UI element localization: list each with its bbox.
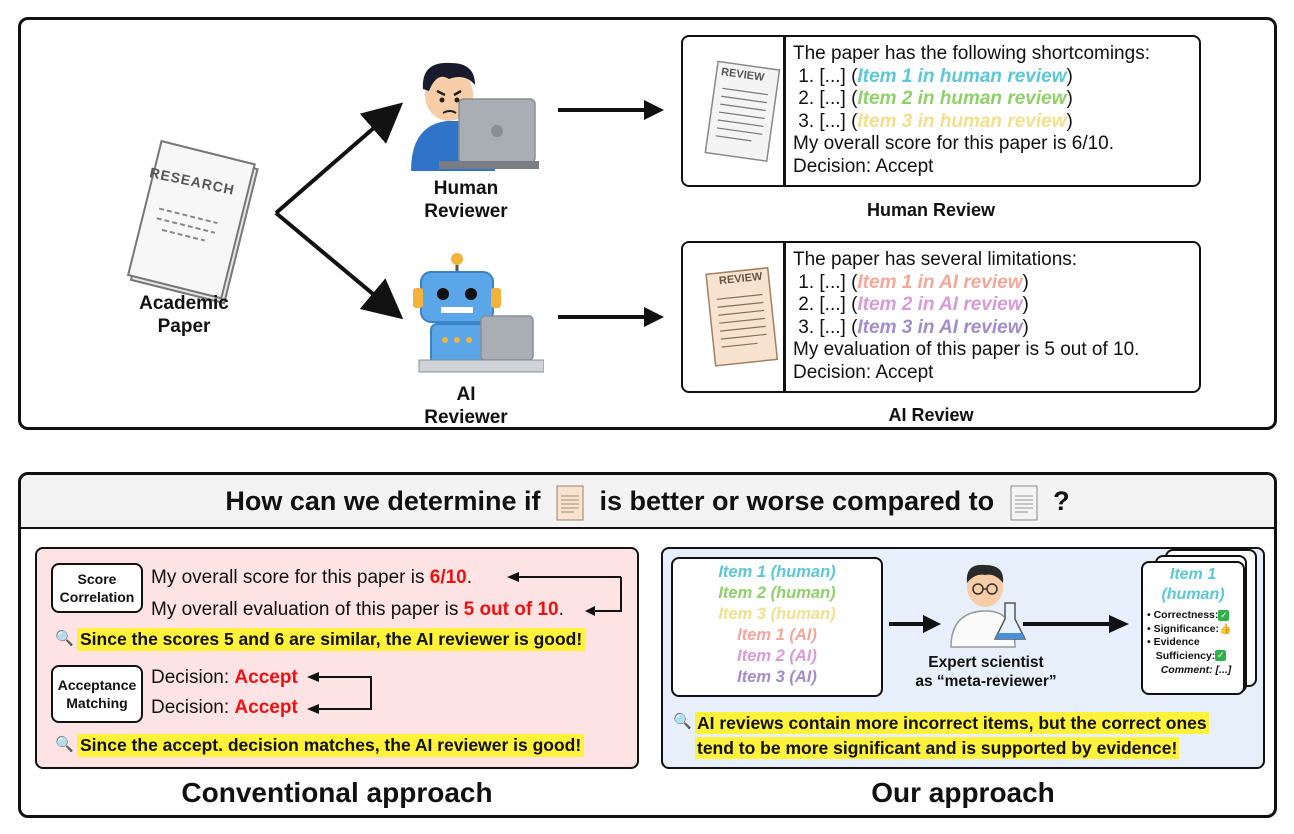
items-list: Item 1 (human) Item 2 (human) Item 3 (hu… (718, 563, 836, 686)
score-conclusion: Since the scores 5 and 6 are similar, th… (77, 628, 586, 651)
thumbs-up-icon: 👍 (1218, 623, 1232, 635)
top-panel: RESEARCH Academic Paper Human Reviewer (18, 17, 1277, 430)
ai-review-box: REVIEW The paper has several limitations… (681, 241, 1201, 393)
human-review-item-3: 3. [...] (Item 3 in human review) (798, 110, 1073, 132)
conventional-caption: Conventional approach (181, 777, 493, 808)
criterion-evidence: • Evidence (1147, 636, 1200, 648)
decision-bracket-arrow (307, 672, 372, 714)
ours-panel: Item 1 (human) Item 2 (human) Item 3 (hu… (661, 547, 1265, 769)
magnifier-icon: 🔍 (55, 630, 74, 647)
review-document-icon (704, 60, 781, 163)
ai-review-mini-icon (556, 485, 584, 521)
human-review-item-1: 1. [...] (Item 1 in human review) (798, 65, 1073, 87)
conv-score-line-2: My overall evaluation of this paper is 5… (151, 599, 564, 620)
score-bracket-arrow (507, 572, 622, 616)
card-title: Item 1(human) (1161, 566, 1225, 603)
conv-decision-line-2: Decision: Accept (151, 697, 298, 718)
conv-score-line-1: My overall score for this paper is 6/10. (151, 567, 473, 588)
human-reviewer-icon (411, 62, 539, 171)
ai-reviewer-label: AI Reviewer (424, 384, 508, 428)
bottom-panel: How can we determine if is better or wor… (18, 472, 1277, 818)
check-icon-2: ✓ (1215, 650, 1227, 662)
arrow-to-scientist (889, 615, 941, 633)
ai-review-item-1: 1. [...] (Item 1 in AI review) (798, 271, 1029, 293)
human-review-caption: Human Review (866, 200, 996, 220)
criterion-sufficiency: Sufficiency:✓ (1155, 649, 1227, 662)
evaluation-card: Item 1(human) • Correctness:✓ • Signific… (1141, 561, 1245, 695)
magnifier-icon-2: 🔍 (55, 736, 74, 753)
card-comment: Comment: [...] (1160, 664, 1232, 676)
human-review-item-2: 2. [...] (Item 2 in human review) (798, 88, 1073, 109)
question-text: How can we determine if is better or wor… (21, 484, 1274, 522)
arrow-to-ai-review (558, 307, 664, 327)
criterion-significance: • Significance:👍 (1147, 622, 1232, 635)
card-criteria: • Correctness:✓ • Significance:👍 • Evide… (1147, 609, 1245, 678)
criterion-correctness: • Correctness:✓ (1147, 609, 1230, 621)
ai-review-caption: AI Review (888, 405, 974, 425)
ours-conclusion: AI reviews contain more incorrect items,… (695, 712, 1209, 759)
human-review-box: REVIEW The paper has the following short… (681, 35, 1201, 187)
conv-decision-line-1: Decision: Accept (151, 667, 298, 688)
ai-reviewer-robot-icon (413, 253, 544, 373)
academic-paper-label: Academic Paper (139, 293, 229, 337)
fork-arrows (274, 102, 404, 320)
check-icon: ✓ (1218, 609, 1230, 621)
ai-review-text: The paper has several limitations: 1. [.… (793, 249, 1140, 383)
magnifier-icon-3: 🔍 (673, 713, 692, 730)
human-review-mini-icon (1010, 485, 1038, 521)
human-review-text: The paper has the following shortcomings… (793, 43, 1150, 177)
scientist-icon (950, 564, 1027, 648)
human-reviewer-label: Human Reviewer (424, 178, 508, 222)
ai-review-document-icon (705, 266, 779, 367)
arrow-to-cards (1023, 615, 1129, 633)
items-box (671, 557, 883, 697)
research-paper-icon (126, 139, 259, 305)
accept-conclusion: Since the accept. decision matches, the … (77, 734, 585, 757)
ai-review-item-3: 3. [...] (Item 3 in AI review) (798, 316, 1029, 338)
arrow-to-human-review (558, 100, 664, 120)
ours-caption: Our approach (871, 777, 1055, 808)
scientist-label: Expert scientist as “meta-reviewer” (915, 654, 1057, 690)
question-header: How can we determine if is better or wor… (21, 475, 1274, 529)
ai-review-item-2: 2. [...] (Item 2 in AI review) (798, 294, 1029, 315)
